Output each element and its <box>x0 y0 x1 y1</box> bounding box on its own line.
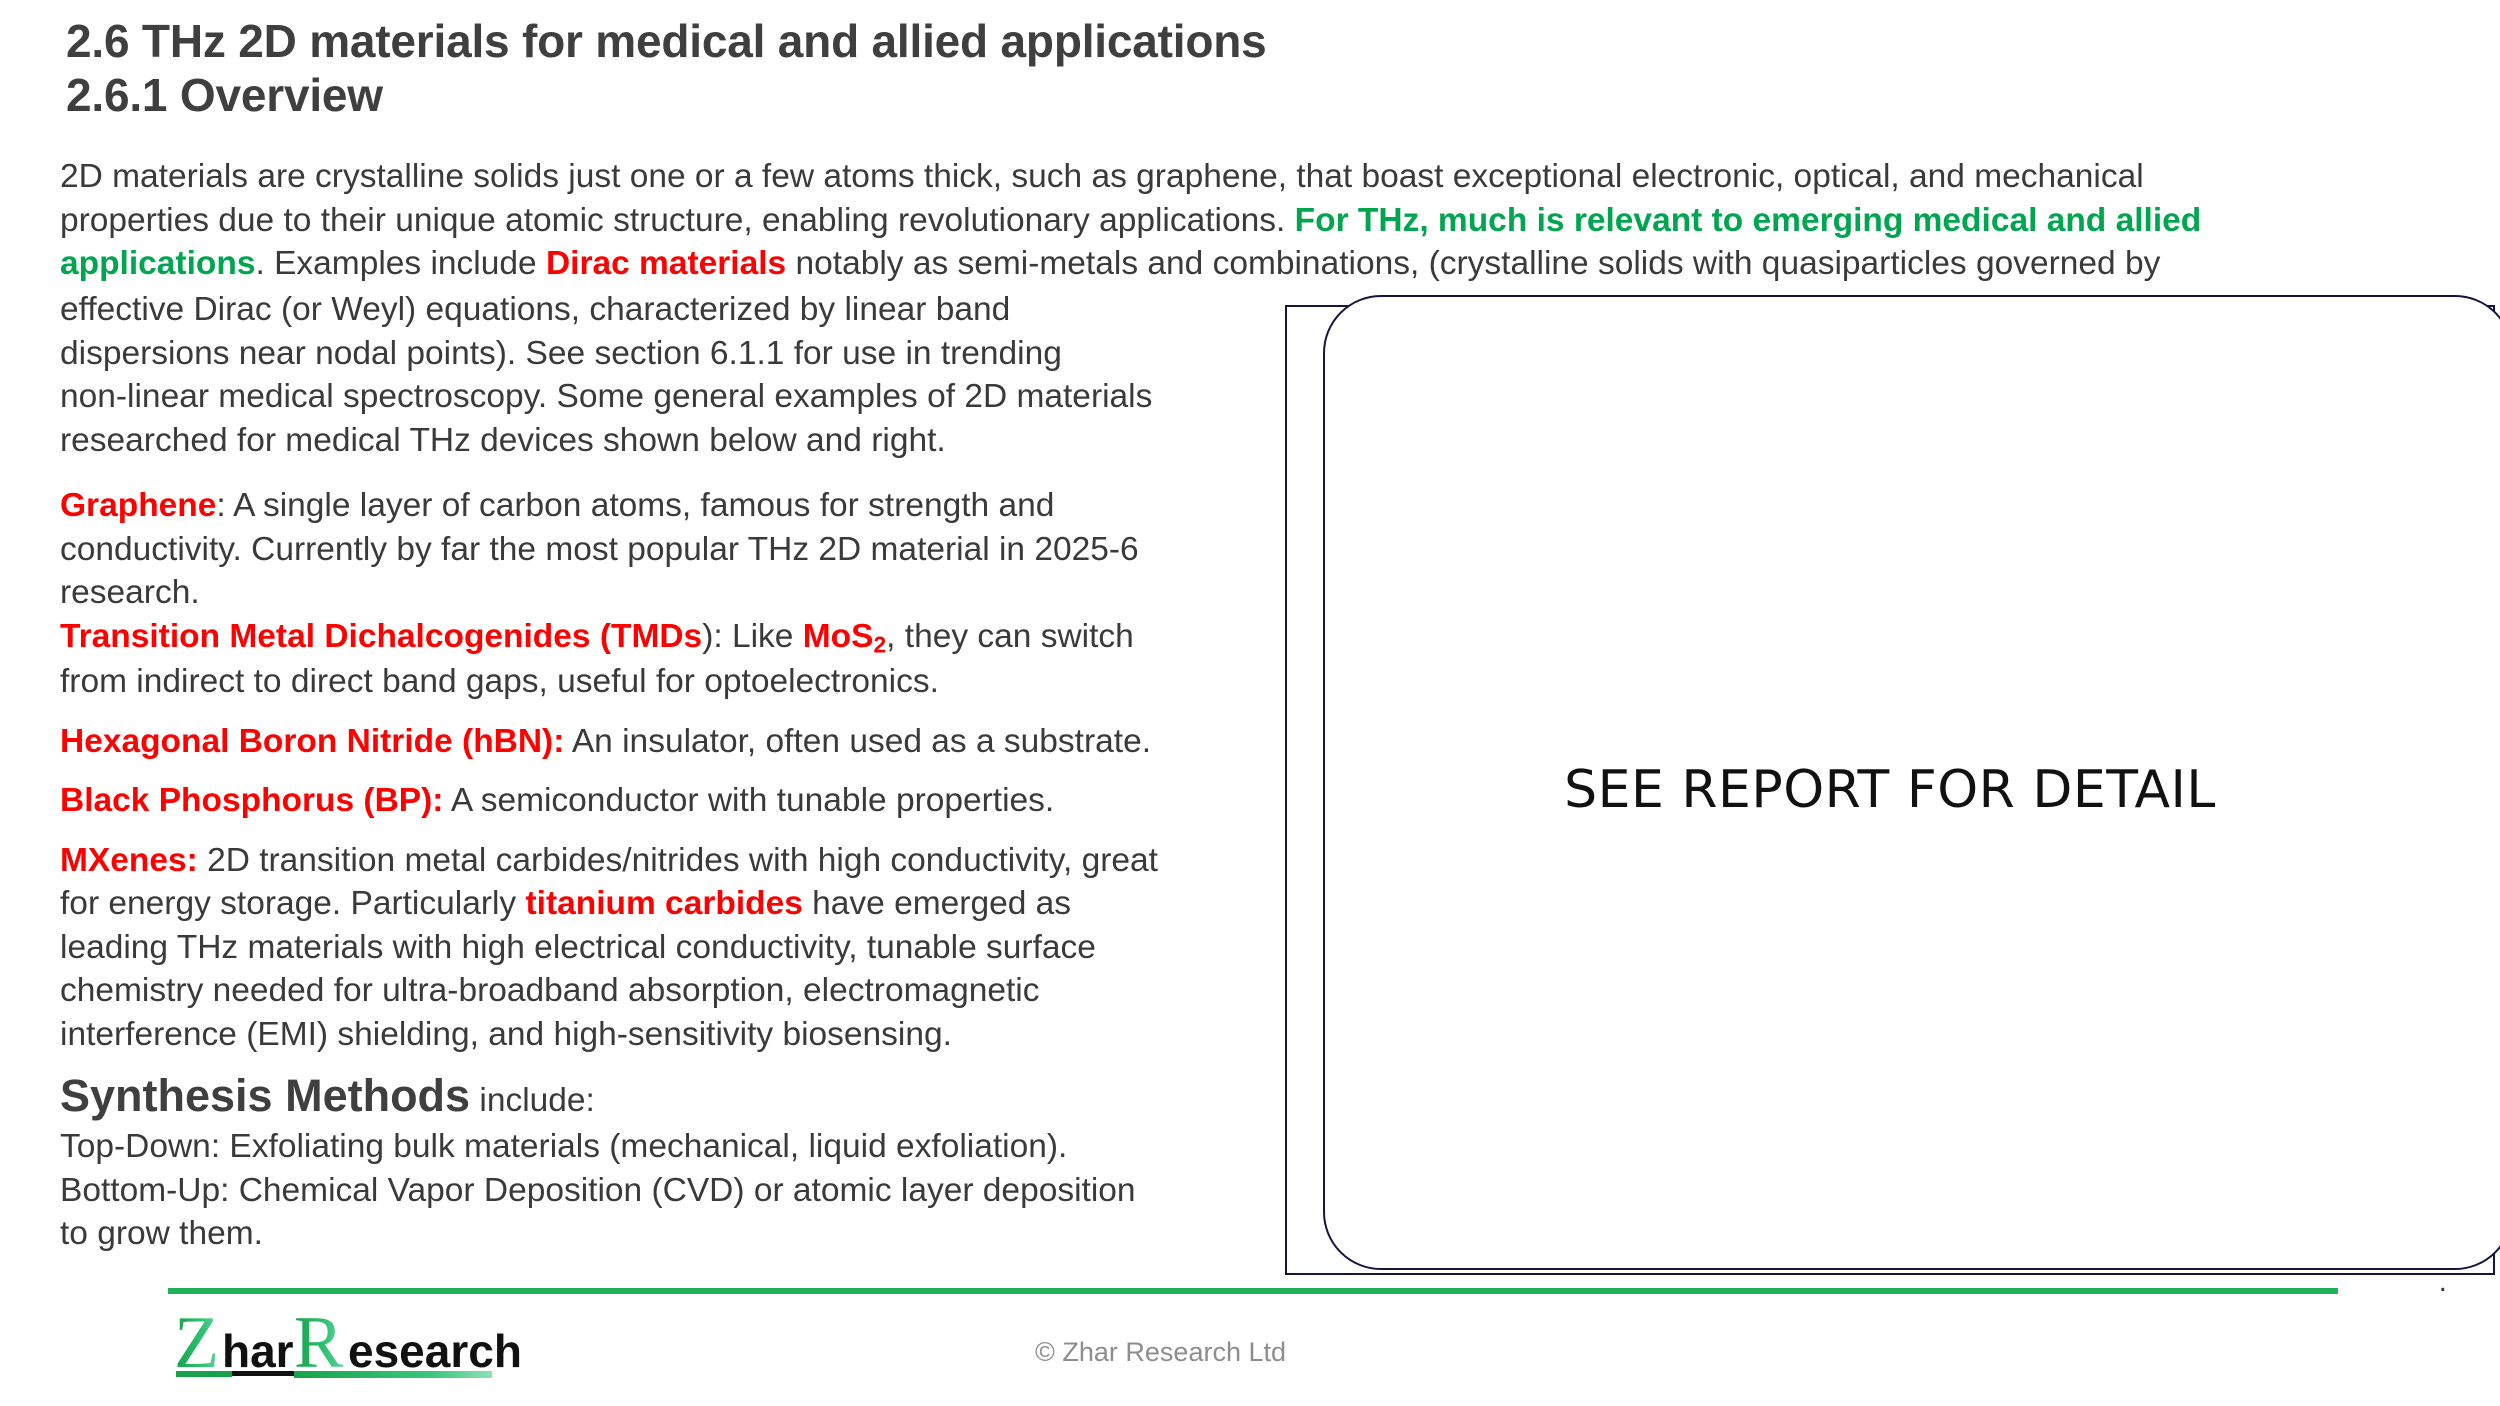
synthesis-bottom-up-line-1: Bottom-Up: Chemical Vapor Deposition (CV… <box>60 1171 1136 1209</box>
intro-line-3: applications. Examples include Dirac mat… <box>60 242 2390 286</box>
bp-text: A semiconductor with tunable properties. <box>443 782 1055 820</box>
mos2-formula-main: MoS <box>802 617 874 655</box>
synthesis-section: Synthesis Methods include: Top-Down: Exf… <box>60 1067 1275 1256</box>
slide-heading-block: 2.6 THz 2D materials for medical and all… <box>66 14 2366 123</box>
mxenes-line-4: chemistry needed for ultra-broadband abs… <box>60 972 1040 1010</box>
hbn-text: An insulator, often used as a substrate. <box>564 722 1152 760</box>
dirac-line-3: non-linear medical spectroscopy. Some ge… <box>60 378 1153 416</box>
figure-placeholder-label: SEE REPORT FOR DETAIL <box>1564 760 2216 820</box>
graphene-label: Graphene <box>60 487 217 525</box>
graphene-line-3: research. <box>60 574 200 612</box>
intro-line-2-text: properties due to their unique atomic st… <box>60 201 1295 239</box>
left-text-column: effective Dirac (or Weyl) equations, cha… <box>60 288 1275 1256</box>
figure-trailing-dot: . <box>2438 1265 2447 1298</box>
mxenes-label: MXenes: <box>60 841 198 879</box>
hbn-line-1: Hexagonal Boron Nitride (hBN): An insula… <box>60 720 1275 764</box>
synthesis-top-down: Top-Down: Exfoliating bulk materials (me… <box>60 1128 1068 1165</box>
intro-green-highlight-a: For THz, much is relevant to emerging me… <box>1294 201 2202 239</box>
page-subtitle: 2.6.1 Overview <box>66 69 383 122</box>
tmds-label: Transition Metal Dichalcogenides (TMDs <box>60 617 703 655</box>
dirac-continuation-paragraph: effective Dirac (or Weyl) equations, cha… <box>60 288 1275 462</box>
hbn-paragraph: Hexagonal Boron Nitride (hBN): An insula… <box>60 720 1275 764</box>
intro-paragraph: 2D materials are crystalline solids just… <box>60 155 2390 286</box>
page-title: 2.6 THz 2D materials for medical and all… <box>66 15 1267 67</box>
svg-text:Z: Z <box>174 1305 219 1384</box>
spacer <box>60 462 1275 484</box>
frame-edge-bottom <box>1325 1273 2455 1275</box>
frame-edge-left <box>1285 345 1287 1235</box>
dirac-line-1: effective Dirac (or Weyl) equations, cha… <box>60 291 1011 328</box>
copyright-text: © Zhar Research Ltd <box>1035 1337 1287 1367</box>
tmds-paragraph: Transition Metal Dichalcogenides (TMDs):… <box>60 615 1275 704</box>
intro-line-2: properties due to their unique atomic st… <box>60 199 2390 243</box>
spacer <box>60 763 1275 779</box>
graphene-line-1: Graphene: A single layer of carbon atoms… <box>60 484 1275 528</box>
spacer <box>60 704 1275 720</box>
spacer <box>60 823 1275 839</box>
mxenes-line-1: MXenes: 2D transition metal carbides/nit… <box>60 839 1275 883</box>
mos2-formula-subscript: 2 <box>873 631 887 658</box>
intro-line-3-text-a: . Examples include <box>255 245 546 283</box>
mxenes-line-5: interference (EMI) shielding, and high-s… <box>60 1015 952 1053</box>
bp-label: Black Phosphorus (BP): <box>60 782 444 820</box>
graphene-line-1-text: : A single layer of carbon atoms, famous… <box>216 487 1055 525</box>
svg-text:R: R <box>294 1305 344 1384</box>
zhar-research-logo: Z har R esearch <box>172 1302 562 1385</box>
synthesis-methods-tail: include: <box>470 1081 595 1119</box>
bp-paragraph: Black Phosphorus (BP): A semiconductor w… <box>60 779 1275 823</box>
mxenes-line-3: leading THz materials with high electric… <box>60 928 1096 966</box>
intro-line-3-text-b: notably as semi-metals and combinations,… <box>786 245 2161 283</box>
mxenes-paragraph: MXenes: 2D transition metal carbides/nit… <box>60 839 1275 1057</box>
intro-green-highlight-b: applications <box>60 245 256 283</box>
bp-line-1: Black Phosphorus (BP): A semiconductor w… <box>60 779 1275 823</box>
synthesis-bottom-up-line-2: to grow them. <box>60 1215 263 1253</box>
figure-rounded-border <box>1323 295 2500 1270</box>
graphene-paragraph: Graphene: A single layer of carbon atoms… <box>60 484 1275 615</box>
graphene-line-2: conductivity. Currently by far the most … <box>60 530 1139 568</box>
intro-line-1: 2D materials are crystalline solids just… <box>60 158 2144 195</box>
frame-corner-bottom-left <box>1285 1233 1327 1275</box>
tmds-after-label: ): Like <box>702 617 803 655</box>
mos2-formula: MoS2 <box>802 617 887 658</box>
titanium-carbides-highlight: titanium carbides <box>525 885 803 923</box>
tmds-line-2: from indirect to direct band gaps, usefu… <box>60 663 939 701</box>
mxenes-line-2-text-b: have emerged as <box>802 885 1072 923</box>
synthesis-methods-title: Synthesis Methods <box>60 1069 471 1121</box>
tmds-line-1: Transition Metal Dichalcogenides (TMDs):… <box>60 615 1275 660</box>
tmds-line-1-tail: , they can switch <box>886 617 1134 655</box>
dirac-line-4: researched for medical THz devices shown… <box>60 421 946 459</box>
intro-red-highlight-dirac: Dirac materials <box>545 245 787 283</box>
svg-text:esearch: esearch <box>348 1325 522 1377</box>
svg-text:har: har <box>222 1325 294 1377</box>
logo-svg: Z har R esearch <box>174 1302 522 1384</box>
synthesis-heading-line: Synthesis Methods include: <box>60 1067 1275 1126</box>
mxenes-line-1-text: 2D transition metal carbides/nitrides wi… <box>197 841 1158 879</box>
frame-corner-top-left <box>1285 305 1327 347</box>
hbn-label: Hexagonal Boron Nitride (hBN): <box>60 722 565 760</box>
figure-placeholder: SEE REPORT FOR DETAIL . <box>1285 295 2500 1297</box>
dirac-line-2: dispersions near nodal points). See sect… <box>60 334 1062 372</box>
footer-divider-rule <box>168 1288 2338 1294</box>
mxenes-line-2: for energy storage. Particularly titaniu… <box>60 882 1275 926</box>
mxenes-line-2-text-a: for energy storage. Particularly <box>60 885 526 923</box>
